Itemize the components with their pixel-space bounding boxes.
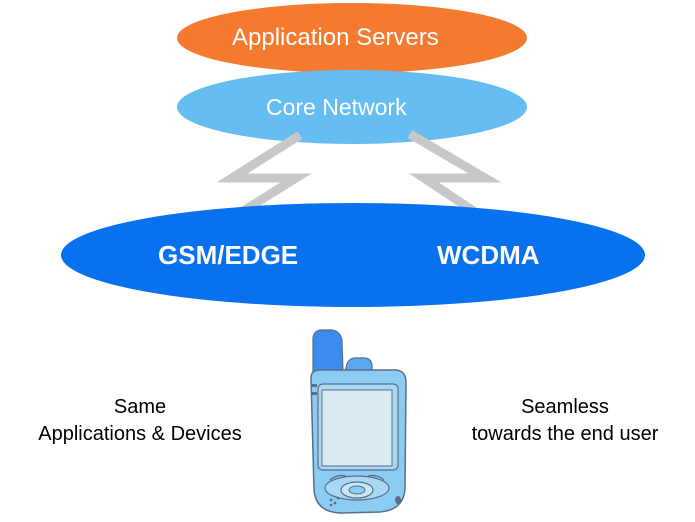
wcdma-label: WCDMA: [437, 240, 540, 270]
lightning-link-icon: [407, 130, 502, 224]
mobile-phone-icon: [310, 329, 407, 514]
application-servers-ellipse: [177, 3, 527, 73]
core-network-ellipse: [177, 70, 527, 144]
right-note-line2: towards the end user: [471, 423, 659, 445]
application-servers-label: Application Servers: [232, 24, 439, 51]
right-note: Seamless towards the end user: [440, 394, 690, 448]
lightning-link-icon: [216, 131, 312, 222]
left-note-line1: Same: [113, 396, 167, 418]
core-network-label: Core Network: [266, 94, 407, 120]
left-note-line2: Applications & Devices: [38, 423, 242, 445]
gsm-edge-label: GSM/EDGE: [158, 240, 299, 270]
radio-access-ellipse: [61, 203, 645, 307]
right-note-line1: Seamless: [521, 396, 609, 418]
left-note: Same Applications & Devices: [10, 394, 270, 448]
